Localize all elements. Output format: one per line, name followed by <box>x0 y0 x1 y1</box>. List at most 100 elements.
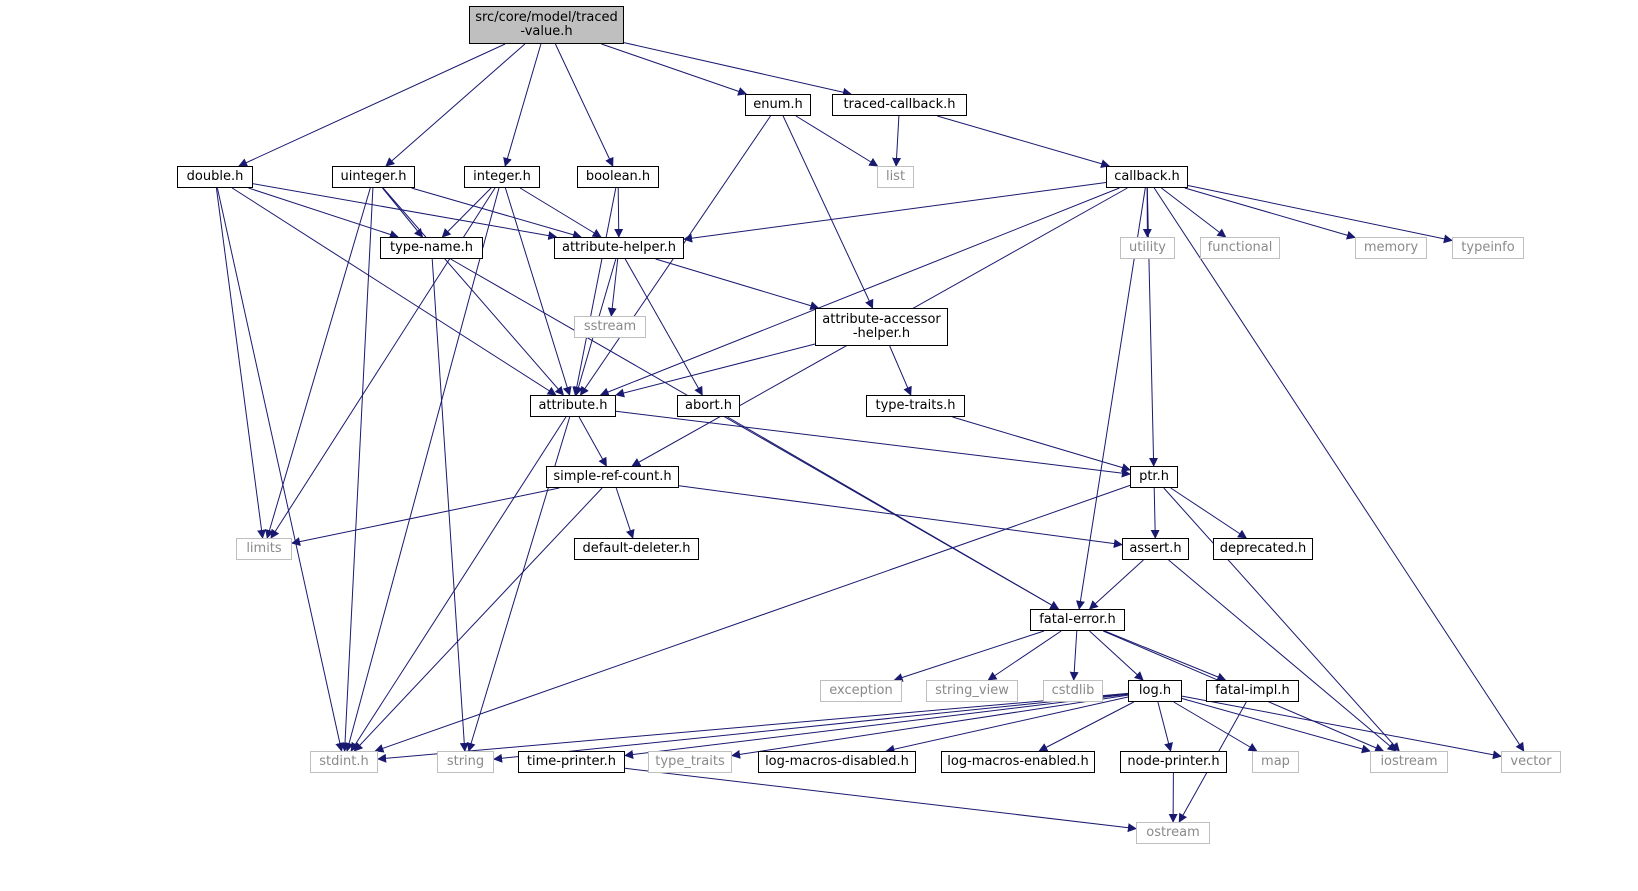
root-node-src-core-model-traced-value-h: src/core/model/traced -value.h <box>469 6 624 44</box>
edge-simple-ref-count-h-to-stdint-h <box>353 487 603 752</box>
edge-callback-h-to-functional <box>1161 187 1227 238</box>
edge-log-h-to-node-printer-h <box>1157 701 1173 752</box>
edge-src-core-model-traced-value-h-to-double-h <box>238 43 506 167</box>
edge-traced-callback-h-to-list <box>892 115 902 167</box>
edge-double-h-to-type-name-h <box>248 187 399 239</box>
node-type-traits: type_traits <box>648 751 732 773</box>
node-traced-callback-h[interactable]: traced-callback.h <box>832 94 967 116</box>
edge-fatal-error-h-to-fatal-impl-h <box>1104 630 1227 682</box>
node-utility: utility <box>1120 237 1175 259</box>
edge-simple-ref-count-h-to-limits <box>291 487 560 546</box>
edge-fatal-error-h-to-string-view <box>987 630 1062 681</box>
node-double-h[interactable]: double.h <box>177 166 253 188</box>
node-vector: vector <box>1501 751 1561 773</box>
node-boolean-h[interactable]: boolean.h <box>577 166 659 188</box>
edge-src-core-model-traced-value-h-to-boolean-h <box>554 43 614 167</box>
node-log-h[interactable]: log.h <box>1128 680 1182 702</box>
edge-ptr-h-to-assert-h <box>1150 487 1160 539</box>
edge-attribute-helper-h-to-abort-h <box>624 258 703 396</box>
edge-enum-h-to-attribute-accessor-helper-h <box>782 115 874 309</box>
node-list: list <box>877 166 914 188</box>
edge-assert-h-to-iostream <box>1168 559 1397 752</box>
edge-src-core-model-traced-value-h-to-enum-h <box>601 43 748 96</box>
edge-time-printer-h-to-ostream <box>624 767 1137 833</box>
edge-boolean-h-to-attribute-helper-h <box>614 187 624 238</box>
edge-integer-h-to-stdint-h <box>344 187 500 752</box>
edge-callback-h-to-attribute-h <box>599 187 1120 397</box>
edge-attribute-helper-h-to-sstream <box>607 258 619 317</box>
edge-src-core-model-traced-value-h-to-integer-h <box>503 43 542 167</box>
edge-attribute-helper-h-to-attribute-accessor-helper-h <box>655 258 820 310</box>
edge-simple-ref-count-h-to-assert-h <box>678 485 1123 548</box>
edge-ptr-h-to-stdint-h <box>374 484 1131 753</box>
edge-log-h-to-vector <box>1181 695 1502 760</box>
edge-ptr-h-to-iostream <box>1163 487 1400 752</box>
edge-src-core-model-traced-value-h-to-traced-callback-h <box>623 42 852 97</box>
node-attribute-accessor-helper-h[interactable]: attribute-accessor -helper.h <box>815 308 948 346</box>
edge-attribute-h-to-stdint-h <box>350 416 567 752</box>
edge-log-h-to-string <box>493 693 1129 763</box>
node-ostream: ostream <box>1136 822 1210 844</box>
edge-uinteger-h-to-attribute-h <box>382 187 564 396</box>
node-log-macros-enabled-h[interactable]: log-macros-enabled.h <box>941 751 1095 773</box>
edge-fatal-error-h-to-log-h <box>1089 630 1144 681</box>
node-iostream: iostream <box>1370 751 1448 773</box>
edge-callback-h-to-vector <box>1153 187 1525 752</box>
edge-log-h-to-map <box>1173 701 1258 752</box>
edge-attribute-accessor-helper-h-to-attribute-h <box>615 343 816 398</box>
node-fatal-impl-h[interactable]: fatal-impl.h <box>1206 680 1299 702</box>
node-type-name-h[interactable]: type-name.h <box>380 237 483 259</box>
edge-simple-ref-count-h-to-default-deleter-h <box>615 487 635 539</box>
edge-src-core-model-traced-value-h-to-uinteger-h <box>385 43 526 167</box>
edge-attribute-h-to-simple-ref-count-h <box>578 416 607 467</box>
node-attribute-helper-h[interactable]: attribute-helper.h <box>554 237 684 259</box>
edge-enum-h-to-list <box>795 115 879 167</box>
node-fatal-error-h[interactable]: fatal-error.h <box>1030 609 1125 631</box>
edge-attribute-accessor-helper-h-to-type-traits-h <box>889 345 912 396</box>
edge-assert-h-to-fatal-error-h <box>1088 559 1144 610</box>
node-assert-h[interactable]: assert.h <box>1122 538 1189 560</box>
edge-abort-h-to-fatal-error-h <box>727 416 1060 610</box>
node-stdint-h: stdint.h <box>310 751 378 773</box>
edge-boolean-h-to-attribute-h <box>572 187 617 396</box>
edges-layer <box>215 42 1525 833</box>
node-integer-h[interactable]: integer.h <box>464 166 540 188</box>
edge-callback-h-to-ptr-h <box>1146 187 1159 467</box>
edge-log-h-to-log-macros-enabled-h <box>1038 701 1135 752</box>
edge-callback-h-to-attribute-helper-h <box>683 182 1107 243</box>
edge-integer-h-to-attribute-h <box>504 187 572 396</box>
edge-double-h-to-attribute-h <box>231 187 557 396</box>
node-uinteger-h[interactable]: uinteger.h <box>332 166 415 188</box>
node-map: map <box>1252 751 1299 773</box>
node-log-macros-disabled-h[interactable]: log-macros-disabled.h <box>758 751 916 773</box>
node-ptr-h[interactable]: ptr.h <box>1130 466 1178 488</box>
node-cstdlib: cstdlib <box>1043 680 1103 702</box>
edge-double-h-to-limits <box>215 187 267 539</box>
edge-fatal-error-h-to-exception <box>893 630 1045 682</box>
node-time-printer-h[interactable]: time-printer.h <box>518 751 625 773</box>
edge-callback-h-to-memory <box>1184 187 1356 240</box>
node-deprecated-h[interactable]: deprecated.h <box>1213 538 1313 560</box>
edge-attribute-h-to-ptr-h <box>615 410 1131 478</box>
node-node-printer-h[interactable]: node-printer.h <box>1120 751 1227 773</box>
edge-double-h-to-attribute-helper-h <box>252 183 558 241</box>
edge-log-h-to-stdint-h <box>377 692 1129 763</box>
node-attribute-h[interactable]: attribute.h <box>530 395 616 417</box>
node-string: string <box>437 751 494 773</box>
node-enum-h[interactable]: enum.h <box>745 94 811 116</box>
edge-callback-h-to-typeinfo <box>1187 185 1453 244</box>
edge-traced-callback-h-to-callback-h <box>937 115 1111 169</box>
node-default-deleter-h[interactable]: default-deleter.h <box>574 538 699 560</box>
edge-ptr-h-to-deprecated-h <box>1170 487 1248 539</box>
node-string-view: string_view <box>926 680 1018 702</box>
edge-double-h-to-stdint-h <box>216 187 345 752</box>
edge-log-h-to-log-macros-disabled-h <box>885 696 1129 754</box>
node-abort-h[interactable]: abort.h <box>677 395 740 417</box>
node-simple-ref-count-h[interactable]: simple-ref-count.h <box>546 466 679 488</box>
node-callback-h[interactable]: callback.h <box>1106 166 1188 188</box>
node-sstream: sstream <box>574 316 646 338</box>
node-type-traits-h[interactable]: type-traits.h <box>866 395 965 417</box>
edge-type-name-h-to-string <box>431 258 469 752</box>
node-limits: limits <box>236 538 292 560</box>
